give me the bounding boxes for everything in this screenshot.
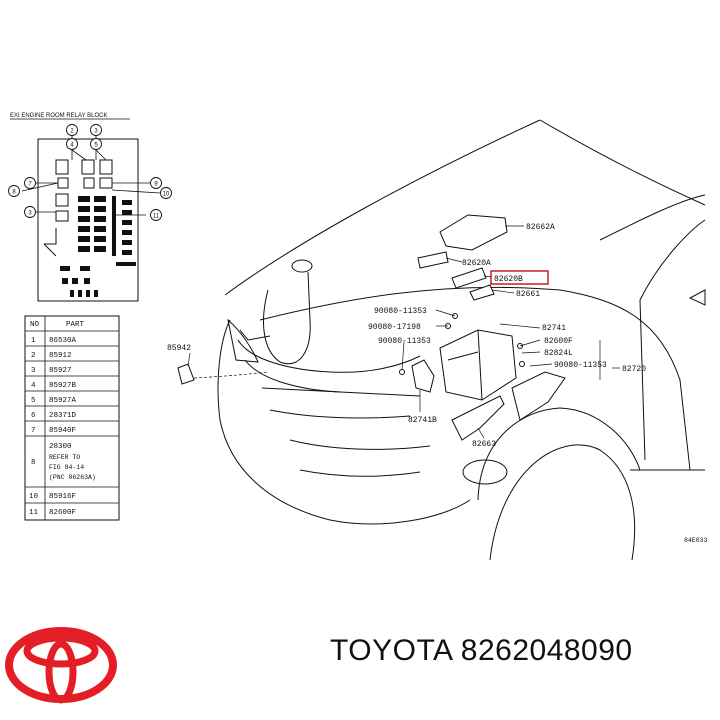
table-row-part: 85940F [49,427,76,435]
label-85942: 85942 [167,344,191,353]
label-82824L: 82824L [544,349,573,358]
brand-part-caption: TOYOTA 8262048090 [330,634,715,668]
part-labels: 82662A 82620A 82620B 82661 90080-11353 9… [167,223,708,544]
label-82741: 82741 [542,324,566,333]
callout-10: 10 [163,192,170,198]
leader-lines [187,225,620,439]
parts-table: NO PART 1 86530A 2 85912 3 85927 4 85927… [24,315,120,521]
car-illustration [217,119,706,561]
highlight-box [490,270,549,285]
label-82620A: 82620A [462,259,491,268]
table-row-part: 85916F [49,493,76,501]
table-row-note: (PNC 86263A) [49,474,96,481]
relay-block-title: EXI ENGINE ROOM RELAY BLOCK [10,113,107,119]
table-row-part: 86530A [49,337,77,345]
table-row-part: 28371D [49,412,77,420]
table-row-part: 82600F [49,509,76,517]
table-row-no: 3 [31,367,36,375]
label-90080-11353: 90080-11353 [554,361,607,370]
table-row-part: 85927A [49,397,77,405]
table-row-no: 4 [31,382,36,390]
table-row-part: 85912 [49,352,72,360]
relay-block-inset: EXI ENGINE ROOM RELAY BLOCK [8,113,172,302]
label-82663: 82663 [472,440,496,449]
label-90080-11353: 90080-11353 [374,307,427,316]
label-82600F: 82600F [544,337,573,346]
label-90080-17198: 90080-17198 [368,323,421,332]
callout-11: 11 [153,214,160,220]
callout-8: 8 [12,190,16,196]
callout-1: 2 [70,129,74,135]
label-82661: 82661 [516,290,540,299]
callout-4: 4 [70,143,74,149]
table-row-no: 5 [31,397,36,405]
table-header-no: NO [30,321,40,329]
callout-7: 7 [28,182,32,188]
table-row-note: FIG 84-14 [49,464,84,471]
label-90080-11353: 90080-11353 [378,337,431,346]
label-82720: 82720 [622,365,646,374]
table-row-no: 8 [31,459,36,467]
table-row-no: 6 [31,412,36,420]
callout-9: 9 [154,182,158,188]
table-header-part: PART [66,321,85,329]
brand-name: TOYOTA [330,634,452,667]
part-number: 8262048090 [460,634,633,667]
callout-5: 5 [94,143,98,149]
label-82620B: 82620B [494,275,523,284]
table-row-no: 7 [31,427,36,435]
label-82741B: 82741B [408,416,437,425]
label-figure-ref: 84E033 [684,537,708,544]
table-row-part: 28300 [49,443,72,451]
table-row-no: 11 [29,509,39,517]
table-row-no: 10 [29,493,39,501]
callout-3b: 3 [28,211,32,217]
table-row-part: 85927 [49,367,72,375]
callout-3: 3 [94,129,98,135]
toyota-logo-icon [5,627,117,704]
table-row-note: REFER TO [49,454,80,461]
label-82662A: 82662A [526,223,555,232]
table-row-part: 85927B [49,382,77,390]
table-row-no: 1 [31,337,36,345]
parts-components [177,214,566,441]
table-row-no: 2 [31,352,36,360]
